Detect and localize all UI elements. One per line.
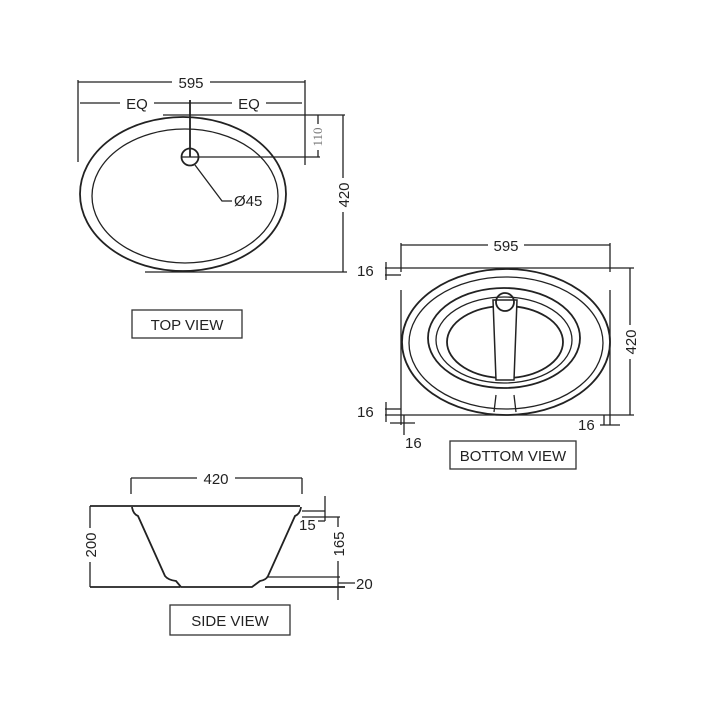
width-dimension: 595 <box>77 73 306 165</box>
bottom-depth-dim-label: 420 <box>623 329 640 354</box>
bottom-width-dimension: 595 <box>400 237 611 425</box>
top-view: 595 EQ EQ 110 420 Ø45 TOP <box>77 73 353 339</box>
bottom-view: 595 420 16 16 16 16 BOTTOM VIEW <box>357 237 640 470</box>
rim-height-label: 15 <box>299 517 316 534</box>
basin-outer-rim <box>79 116 287 272</box>
eq-left-label: EQ <box>126 96 148 113</box>
overflow-channel-lower <box>493 394 517 413</box>
drain-dim-label: Ø45 <box>234 193 262 210</box>
basin-inner-rim <box>91 128 279 264</box>
rim-bottom-label: 16 <box>405 435 422 452</box>
bottom-depth-dimension: 420 <box>385 267 640 416</box>
bottom-drain-icon <box>495 292 515 312</box>
top-view-label: TOP VIEW <box>151 317 225 334</box>
side-view-label: SIDE VIEW <box>191 613 269 630</box>
side-height-dim-label: 200 <box>83 532 100 557</box>
bottom-rim-inner <box>408 276 604 410</box>
bottom-ring-outer <box>427 287 581 389</box>
bottom-view-label-box <box>449 440 577 470</box>
bottom-view-label: BOTTOM VIEW <box>460 448 567 465</box>
depth-dim-label: 420 <box>336 182 353 207</box>
eq-right-label: EQ <box>238 96 260 113</box>
side-width-dimension: 420 <box>130 469 303 494</box>
bowl-depth-label: 165 <box>331 531 348 556</box>
side-view: 420 200 15 165 20 SIDE VIEW <box>82 469 373 636</box>
drain-offset-dimension: 110 <box>163 114 345 158</box>
side-view-label-box <box>169 604 291 636</box>
rim-right-label: 16 <box>578 417 595 434</box>
rim-top-left-label: 16 <box>357 263 374 280</box>
side-width-dim-label: 420 <box>203 471 228 488</box>
drain-leader <box>194 164 232 202</box>
overflow-channel <box>492 299 518 381</box>
top-view-label-box <box>131 309 243 339</box>
bottom-ring-inner <box>435 296 573 384</box>
base-height-label: 20 <box>356 576 373 593</box>
rim-bottom-left-label: 16 <box>357 404 374 421</box>
eq-dimension: EQ EQ <box>80 95 302 157</box>
offset-dim-label: 110 <box>310 127 325 146</box>
width-dim-label: 595 <box>178 75 203 92</box>
basin-profile <box>131 506 302 588</box>
depth-dimension: 420 <box>145 115 353 273</box>
bottom-width-dim-label: 595 <box>493 238 518 255</box>
